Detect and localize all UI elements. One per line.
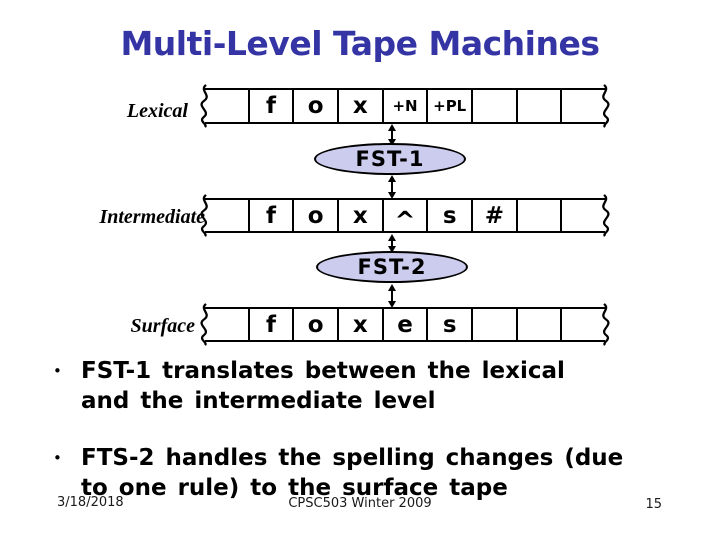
footer-page-number: 15: [645, 497, 662, 512]
tape-cell: +N: [384, 90, 429, 122]
tape-label-surface: Surface: [130, 315, 195, 337]
tape-label-lexical: Lexical: [126, 100, 188, 122]
tape-cell: o: [294, 200, 340, 231]
tape-cell: +PL: [428, 90, 474, 122]
tape-torn-edge-right-icon: [602, 194, 610, 237]
tape-cell: x: [339, 90, 384, 122]
tape-cell: x: [339, 309, 384, 340]
tape-cell: s: [428, 200, 474, 231]
bullet-item: • FST-1 translates between the lexical a…: [50, 356, 652, 416]
tape-cell: [205, 309, 250, 340]
tape-cell: [473, 309, 518, 340]
tape-cell: f: [250, 90, 295, 122]
fst1-ellipse: FST-1: [314, 143, 466, 175]
tape-cell: [562, 200, 605, 231]
tape-cell: s: [428, 309, 474, 340]
tape-cell: o: [294, 90, 340, 122]
tape-cell: f: [250, 309, 295, 340]
arrow-lexical-fst1: [387, 124, 396, 146]
tape-torn-edge-left-icon: [200, 84, 208, 128]
tape-cell: [518, 200, 563, 231]
bullet-list: • FST-1 translates between the lexical a…: [50, 356, 652, 530]
tape-cell: f: [250, 200, 295, 231]
arrow-fst2-surface: [387, 284, 396, 308]
tape-cell: ^: [384, 200, 429, 231]
slide-title: Multi-Level Tape Machines: [120, 24, 600, 63]
footer-date: 3/18/2018: [57, 495, 124, 510]
tape-cell: o: [294, 309, 340, 340]
tape-cell: [473, 90, 518, 122]
tape-cell: e: [384, 309, 429, 340]
tape-torn-edge-left-icon: [200, 303, 208, 346]
tape-cell: [562, 90, 605, 122]
tape-label-intermediate: Intermediate: [99, 206, 205, 228]
tape-cell: [518, 309, 563, 340]
tape-torn-edge-left-icon: [200, 194, 208, 237]
bullet-marker: •: [53, 449, 62, 467]
bullet-text: FTS-2 handles the spelling changes (due …: [81, 445, 624, 501]
bullet-marker: •: [53, 362, 62, 380]
tape-cell: [562, 309, 605, 340]
tape-cell: x: [339, 200, 384, 231]
tape-cell: #: [473, 200, 518, 231]
arrow-fst1-intermediate: [387, 175, 396, 199]
arrow-intermediate-fst2: [387, 234, 396, 253]
tape-cell: [205, 200, 250, 231]
tape-cell: [518, 90, 563, 122]
bullet-item: • FTS-2 handles the spelling changes (du…: [50, 443, 652, 503]
tape-torn-edge-right-icon: [602, 84, 610, 128]
bullet-text: FST-1 translates between the lexical and…: [81, 358, 565, 414]
tape-cell: [205, 90, 250, 122]
footer-course: CPSC503 Winter 2009: [288, 496, 432, 511]
tape-torn-edge-right-icon: [602, 303, 610, 346]
fst2-ellipse: FST-2: [316, 251, 468, 283]
